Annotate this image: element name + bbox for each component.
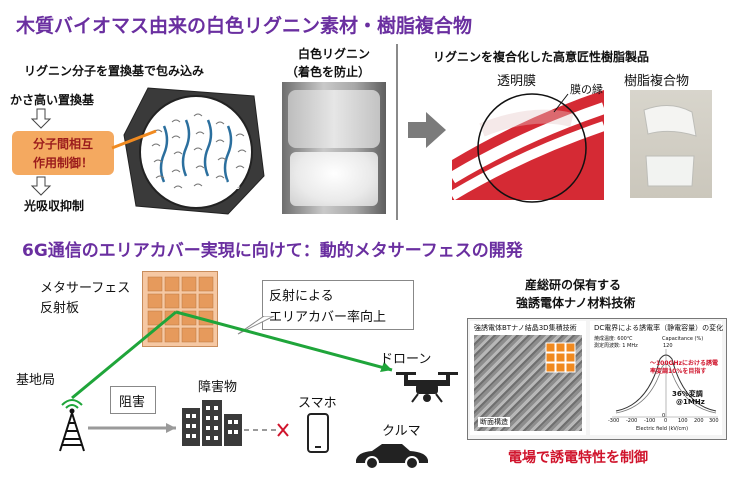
inset-right-note1: 焼成温度: 600℃ [594,336,633,342]
inset-right-mod2: @1MHz [676,398,705,406]
inset-left-caption: 断面構造 [478,417,510,427]
xtick: 300 [709,418,719,424]
white-lignin-photo [282,82,386,214]
inset-right-ytop: 120 [663,343,673,349]
smartphone-label: スマホ [298,396,337,411]
wrap-heading: リグニン分子を置換基で包み込み [24,64,205,78]
interaction-line2: 作用制御！ [32,156,93,170]
inset-right-red2: 率変調10%を目指す [650,368,707,375]
interaction-line1: 分子間相互 [32,137,93,151]
reflection-callout: 反射による エリアカバー率向上 [262,280,414,330]
right-arrow-icon [408,112,446,148]
interaction-control-box: 分子間相互 作用制御！ [12,131,114,175]
aist-line2: 強誘電体ナノ材料技術 [516,296,636,310]
xtick: -300 [608,418,620,424]
xtick: 200 [694,418,704,424]
xtick: -100 [644,418,656,424]
inset-right-xticks: -300 -200 -100 0 100 200 300 [606,418,720,425]
smartphone-icon [307,413,329,453]
capacitance-curve [612,349,718,418]
reflection-line1: 反射による [269,289,334,304]
inset-right-mod1: 36%変調 [672,390,703,398]
blocked-callout: 阻害 [110,386,156,414]
aist-line1: 産総研の保有する [525,278,622,292]
blocked-label: 阻害 [119,395,146,410]
white-label: 白色 [216,177,241,191]
car-label: クルマ [382,424,421,439]
down-arrow-icon [30,108,52,129]
inset-right-ylabel: Capacitance (%) [662,336,704,342]
callout-tail [237,316,275,335]
obstacle-label: 障害物 [198,380,238,395]
car-icon [356,444,428,470]
xtick: 0 [664,418,668,424]
reflector-label: 反射板 [40,301,80,316]
down-arrow-icon [30,176,52,196]
lignin-molecule-diagram [123,87,265,215]
film-edge-label: 膜の縁 [570,83,603,96]
composite-label: 樹脂複合物 [624,74,690,89]
antenna-tower-icon [59,399,85,452]
base-station-label: 基地局 [16,373,56,388]
drone-label: ドローン [380,352,432,367]
xtick: -200 [626,418,638,424]
light-absorption-label: 光吸収抑制 [24,199,85,213]
film-edge-circle [477,93,587,203]
resin-composite-photo [630,90,712,198]
microscopy-inset: 強誘電体BTナノ結晶3D集積技術 断面構造 [470,321,586,435]
metasurface-label: メタサーフェス [40,281,131,296]
white-lignin-title: 白色リグニン [298,47,371,61]
reflection-line2: エリアカバー率向上 [269,310,387,325]
nano-material-figure: 強誘電体BTナノ結晶3D集積技術 断面構造 DC電界による誘電率（静電容量）の変… [467,318,727,440]
top-title: 木質バイオマス由来の白色リグニン素材・樹脂複合物 [16,15,473,37]
inset-right-xlabel: Electric field (kV/cm) [636,426,689,432]
section-divider [396,44,398,220]
inset-left-title: 強誘電体BTナノ結晶3D集積技術 [474,324,577,332]
products-heading: リグニンを複合化した高意匠性樹脂製品 [433,50,650,64]
xtick: 100 [678,418,688,424]
drone-icon [396,372,458,403]
white-lignin-subtitle: （着色を防止） [286,65,371,79]
dielectric-control-label: 電場で誘電特性を制御 [508,450,648,466]
pointer-arrow [111,129,157,150]
bulky-substituent-label: かさ高い置換基 [10,93,95,107]
nanocube-icon [545,342,576,373]
capacitance-inset: DC電界による誘電率（静電容量）の変化 焼成温度: 600℃ 測定周波数: 1 … [590,321,724,435]
inset-right-red1: 〜100GHzにおける誘電 [650,360,718,367]
metasurface-reflector [142,271,218,347]
inset-right-note2: 測定周波数: 1 MHz [594,343,638,349]
inset-right-title: DC電界による誘電率（静電容量）の変化 [594,324,724,332]
bottom-title: 6G通信のエリアカバー実現に向けて：動的メタサーフェスの開発 [22,241,523,261]
inset-right-ybottom: 0 [662,413,666,419]
buildings-icon [182,400,242,446]
film-label: 透明膜 [497,74,537,89]
